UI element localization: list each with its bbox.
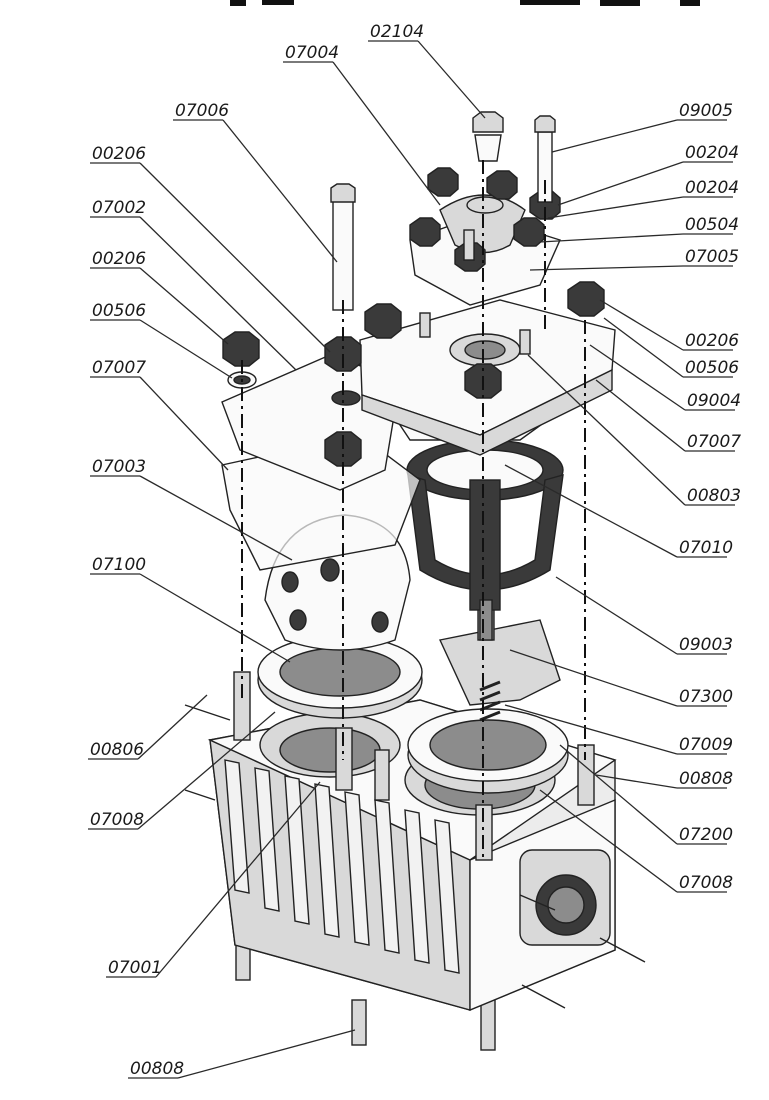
svg-text:00803: 00803 (687, 486, 741, 506)
svg-text:07300: 07300 (679, 687, 733, 707)
callout-00506-b: 00506 (603, 317, 739, 378)
svg-text:07002: 07002 (92, 198, 146, 218)
svg-text:00204: 00204 (685, 143, 739, 163)
callouts: 02104 07004 07006 00206 07002 00206 (88, 22, 741, 1079)
callout-00204-a: 00204 (557, 143, 739, 206)
callout-00504: 00504 (539, 215, 739, 243)
callout-00808-a: 00808 (128, 1029, 356, 1079)
svg-text:07008: 07008 (679, 873, 733, 893)
svg-text:07009: 07009 (679, 735, 733, 755)
svg-text:07004: 07004 (285, 43, 339, 63)
callout-07006: 07006 (173, 101, 338, 263)
callout-00206-c: 00206 (599, 299, 739, 351)
callout-07100: 07100 (90, 555, 291, 663)
callout-09003: 09003 (555, 576, 733, 655)
callout-07003: 07003 (90, 457, 293, 561)
svg-text:07003: 07003 (92, 457, 146, 477)
cropped-title-fragment (230, 0, 700, 6)
svg-text:07001: 07001 (108, 958, 162, 978)
callout-07009: 07009 (504, 704, 733, 755)
svg-text:07200: 07200 (679, 825, 733, 845)
svg-text:07007: 07007 (687, 432, 741, 452)
svg-text:07010: 07010 (679, 538, 733, 558)
callout-00206-a: 00206 (90, 144, 331, 353)
svg-text:00504: 00504 (685, 215, 739, 235)
bolts-and-fitting (330, 111, 556, 311)
callout-00808-b: 00808 (595, 769, 733, 789)
assembly-axes (241, 160, 586, 860)
callout-07008-a: 07008 (88, 711, 276, 830)
callout-07004: 07004 (283, 43, 441, 206)
svg-text:07008: 07008 (90, 810, 144, 830)
callout-07007-b: 07007 (595, 379, 741, 452)
svg-text:00204: 00204 (685, 178, 739, 198)
callout-00204-b: 00204 (547, 178, 739, 219)
callout-02104: 02104 (368, 22, 486, 119)
callout-07005: 07005 (529, 247, 739, 271)
callout-00506-a: 00506 (90, 301, 233, 379)
svg-text:09005: 09005 (679, 101, 733, 121)
callout-09004: 09004 (589, 344, 741, 411)
svg-text:07006: 07006 (175, 101, 229, 121)
svg-text:00806: 00806 (90, 740, 144, 760)
callout-09005: 09005 (551, 101, 733, 153)
callout-00806: 00806 (88, 694, 208, 760)
svg-text:07100: 07100 (92, 555, 146, 575)
svg-text:00206: 00206 (92, 249, 146, 269)
svg-text:00206: 00206 (92, 144, 146, 164)
svg-text:02104: 02104 (370, 22, 424, 42)
callout-07300: 07300 (509, 649, 733, 707)
svg-text:00206: 00206 (685, 331, 739, 351)
svg-text:00808: 00808 (679, 769, 733, 789)
callout-07010: 07010 (504, 464, 733, 558)
svg-text:07007: 07007 (92, 358, 146, 378)
callout-07007-a: 07007 (90, 358, 229, 471)
callout-07002: 07002 (90, 198, 297, 371)
svg-text:00506: 00506 (685, 358, 739, 378)
callout-00803: 00803 (527, 354, 741, 506)
callout-07001: 07001 (106, 781, 321, 978)
valve-spring-assembly (438, 599, 561, 722)
svg-text:00506: 00506 (92, 301, 146, 321)
svg-text:09003: 09003 (679, 635, 733, 655)
cylinder-liners (257, 635, 569, 794)
callout-00206-b: 00206 (90, 249, 229, 345)
svg-text:07005: 07005 (685, 247, 739, 267)
svg-text:00808: 00808 (130, 1059, 184, 1079)
svg-text:09004: 09004 (687, 391, 741, 411)
callout-07008-b: 07008 (539, 789, 733, 893)
callout-07200: 07200 (559, 744, 733, 845)
valve-cage-09003 (406, 439, 564, 641)
